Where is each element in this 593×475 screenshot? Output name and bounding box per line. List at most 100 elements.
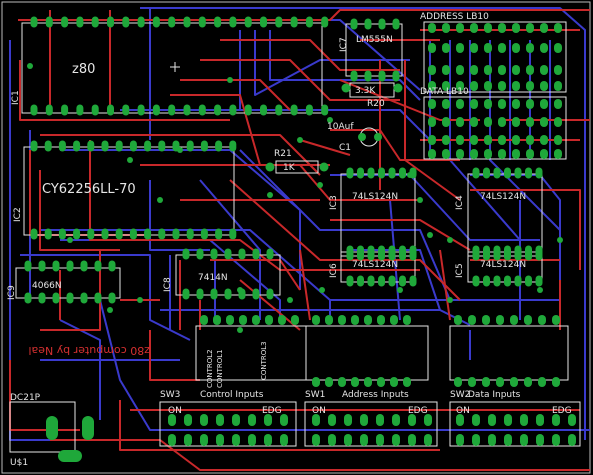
u1-name: U$1 bbox=[10, 458, 28, 468]
ic4-pad bbox=[493, 167, 501, 179]
ic8-pad bbox=[182, 288, 190, 300]
sw2-pad bbox=[488, 434, 496, 446]
ic1-value: z80 bbox=[72, 62, 95, 77]
ic4-pad bbox=[472, 167, 480, 179]
top-trace bbox=[239, 279, 301, 331]
r21-name: R21 bbox=[274, 149, 292, 159]
ic1-pad bbox=[137, 104, 145, 116]
bottom-trace bbox=[239, 149, 451, 301]
sw2-pad bbox=[456, 414, 464, 426]
resistor-pad-3 bbox=[524, 315, 532, 325]
top-trace bbox=[339, 79, 480, 121]
bottom-trace bbox=[140, 7, 586, 440]
c1-value: 10Auf bbox=[327, 122, 354, 132]
ic1-pad bbox=[260, 104, 267, 116]
ic1-pad bbox=[244, 104, 252, 116]
data-led-pad bbox=[484, 135, 492, 145]
address-led-pad bbox=[442, 65, 450, 75]
ic2-pad bbox=[158, 140, 166, 152]
address-led-pad bbox=[498, 81, 506, 91]
sw-resistor-block-2 bbox=[305, 325, 429, 381]
ic6-name: IC6 bbox=[329, 263, 339, 278]
ic6-pad bbox=[409, 275, 417, 287]
ic2-pad bbox=[200, 140, 208, 152]
ic9-pad bbox=[108, 292, 116, 304]
address-led-pad bbox=[554, 43, 562, 53]
sw2-edg-label: EDG bbox=[552, 406, 572, 416]
address-led-pad bbox=[456, 81, 464, 91]
address-led-pad bbox=[540, 23, 548, 33]
resistor-pad-3 bbox=[496, 377, 504, 387]
sw3-pad bbox=[264, 434, 272, 446]
address-led-outline bbox=[423, 21, 567, 93]
ic3-value: 74LS124N bbox=[352, 192, 398, 202]
ic2-pad bbox=[186, 228, 194, 240]
address-led-pad bbox=[526, 23, 534, 33]
resistor-pad-1 bbox=[278, 315, 286, 325]
ic7-pad bbox=[364, 18, 372, 30]
resistor-pad-2 bbox=[325, 315, 333, 325]
bottom-trace bbox=[239, 30, 330, 111]
ic4-outline bbox=[467, 173, 543, 257]
ic1-pad bbox=[305, 104, 313, 116]
via bbox=[417, 197, 423, 203]
bottom-trace bbox=[59, 319, 101, 420]
r21-outline bbox=[275, 160, 319, 174]
address-leds-label: ADDRESS LB10 bbox=[420, 12, 489, 22]
data-led-pad bbox=[498, 99, 506, 109]
ic6-pad bbox=[378, 275, 385, 287]
sw3-pad bbox=[280, 434, 288, 446]
sw3-outline bbox=[159, 401, 297, 447]
data-leds-label: DATA LB10 bbox=[420, 87, 469, 97]
ic3-name: IC3 bbox=[329, 195, 339, 210]
sw1-pad bbox=[424, 414, 432, 426]
ic9-pad bbox=[52, 260, 60, 272]
control2-label: CONTROL2 bbox=[206, 349, 214, 388]
ic2-pad bbox=[115, 228, 123, 240]
data-led-pad bbox=[428, 99, 436, 109]
traces-layer bbox=[9, 7, 590, 471]
data-led-pad bbox=[540, 135, 548, 145]
ic9-pad bbox=[52, 292, 60, 304]
address-led-pad bbox=[470, 65, 478, 75]
ic6-pad bbox=[367, 245, 375, 257]
data-led-pad bbox=[470, 149, 478, 159]
r20-pad bbox=[393, 83, 403, 93]
address-led-pad bbox=[484, 81, 492, 91]
resistor-pad-1 bbox=[200, 315, 208, 325]
top-trace bbox=[50, 439, 590, 471]
via bbox=[397, 287, 403, 293]
ic2-pad bbox=[215, 140, 223, 152]
sw3-pad bbox=[248, 414, 256, 426]
data-led-pad bbox=[484, 149, 492, 159]
sw2-pad bbox=[504, 414, 512, 426]
address-led-pad bbox=[526, 81, 534, 91]
ic7-pad bbox=[350, 70, 358, 82]
data-led-pad bbox=[470, 99, 478, 109]
ic8-pad bbox=[196, 248, 204, 260]
address-led-pad bbox=[540, 43, 548, 53]
via bbox=[327, 117, 333, 123]
data-led-pad bbox=[554, 135, 562, 145]
ic6-pad bbox=[367, 275, 375, 287]
ic1-outline bbox=[21, 22, 323, 114]
via bbox=[557, 237, 563, 243]
sw2-pad bbox=[472, 434, 480, 446]
ic3-pad bbox=[399, 167, 406, 179]
resistor-pad-1 bbox=[265, 315, 273, 325]
data-led-pad bbox=[470, 135, 478, 145]
resistor-pad-3 bbox=[524, 377, 532, 387]
ic1-pad bbox=[76, 16, 84, 28]
via bbox=[427, 232, 433, 238]
via bbox=[227, 77, 233, 83]
sw1-pad bbox=[328, 414, 336, 426]
control3-label: CONTROL3 bbox=[260, 341, 268, 380]
data-led-pad bbox=[428, 149, 436, 159]
sw1-pad bbox=[376, 414, 384, 426]
r21-value: 1K bbox=[283, 163, 296, 173]
c1-pad bbox=[358, 133, 366, 141]
ic6-pad bbox=[399, 245, 406, 257]
ic2-pad bbox=[44, 140, 52, 152]
ic8-name: IC8 bbox=[163, 277, 173, 292]
